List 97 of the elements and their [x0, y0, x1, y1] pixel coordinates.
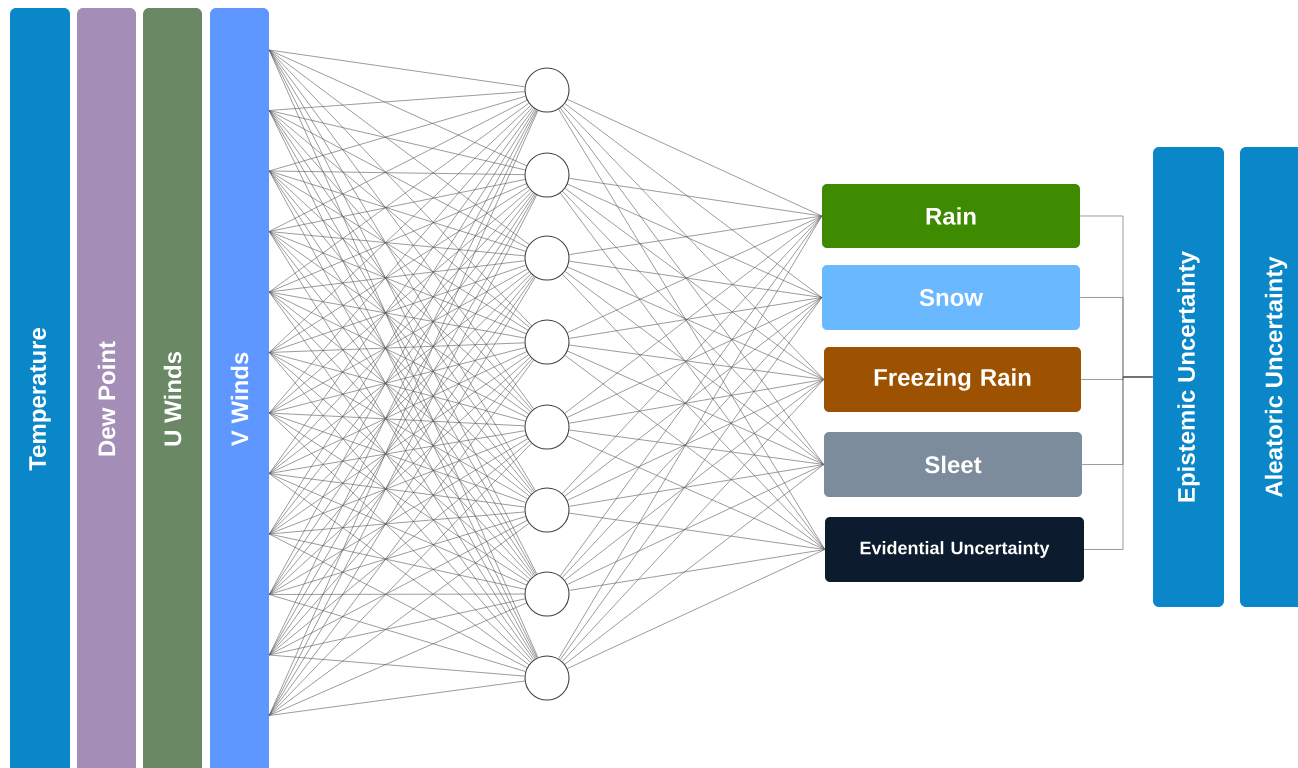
connection-line — [268, 110, 528, 248]
neuron-circle — [524, 655, 570, 701]
connection-line — [268, 412, 525, 427]
connection-line — [562, 215, 823, 494]
connection-line — [567, 266, 825, 380]
connection-line — [268, 273, 532, 535]
connection-line — [562, 297, 823, 578]
connection-line — [268, 231, 525, 257]
connection-line — [268, 594, 526, 672]
class-box: Evidential Uncertainty — [825, 517, 1084, 582]
connection-line — [268, 352, 528, 500]
neuron-circle — [524, 67, 570, 113]
connection-line — [564, 355, 826, 550]
connection-line — [268, 430, 526, 474]
connection-line — [567, 183, 823, 298]
connection-line — [268, 598, 526, 656]
uncertainty-bar: Epistemic Uncertainty — [1153, 147, 1224, 607]
connection-line — [564, 464, 825, 665]
connection-line — [268, 102, 530, 293]
connection-line — [268, 170, 525, 175]
connection-line — [268, 264, 526, 353]
connection-line — [268, 523, 530, 716]
connection-line — [562, 106, 825, 380]
connection-line — [568, 297, 823, 339]
connection-line — [268, 473, 530, 665]
connection-line — [268, 520, 528, 656]
connection-line — [569, 178, 823, 217]
variable-bar: V Winds — [210, 8, 269, 768]
variable-bar: Dew Point — [77, 8, 136, 768]
connection-line — [268, 473, 527, 586]
connection-line — [558, 109, 826, 550]
connection-line — [268, 438, 528, 595]
connection-line — [559, 297, 823, 660]
connection-line — [268, 354, 529, 535]
connection-line — [268, 271, 530, 474]
class-box: Freezing Rain — [824, 347, 1081, 412]
connection-line — [268, 99, 528, 232]
connection-line — [268, 352, 526, 422]
connection-line — [568, 464, 825, 507]
connection-line — [268, 183, 527, 293]
connection-line — [268, 192, 534, 535]
connection-line — [268, 533, 528, 668]
connection-line — [567, 297, 823, 418]
connection-line — [268, 351, 527, 474]
connection-line — [558, 215, 823, 659]
variable-bar: Temperature — [10, 8, 70, 768]
connection-line — [268, 49, 527, 167]
neuron-circle — [524, 487, 570, 533]
connection-line — [268, 179, 526, 232]
neuron-circle — [524, 319, 570, 365]
class-box: Snow — [822, 265, 1080, 330]
neuron-circle — [524, 235, 570, 281]
connection-line — [268, 291, 528, 418]
connection-line — [268, 442, 532, 716]
connection-line — [568, 549, 826, 591]
connection-line — [268, 434, 527, 535]
connection-line — [567, 215, 823, 333]
class-box: Rain — [822, 184, 1080, 248]
connection-line — [567, 99, 823, 217]
connection-line — [268, 412, 526, 503]
connection-line — [564, 103, 823, 298]
connection-line — [564, 297, 823, 497]
connection-line — [568, 379, 825, 424]
connection-line — [564, 188, 825, 380]
class-box: Sleet — [824, 432, 1082, 497]
connection-line — [268, 231, 529, 415]
connection-line — [268, 654, 525, 677]
connection-line — [268, 49, 534, 410]
variable-bar: U Winds — [143, 8, 202, 768]
connection-line — [564, 271, 825, 465]
connection-line — [268, 260, 525, 293]
connection-line — [268, 231, 527, 334]
connection-line — [268, 680, 525, 716]
neuron-circle — [524, 152, 570, 198]
connection-line — [268, 49, 532, 326]
neuron-circle — [524, 571, 570, 617]
connection-line — [567, 435, 826, 550]
connection-line — [268, 291, 530, 497]
connection-line — [567, 379, 825, 501]
connection-line — [268, 170, 526, 252]
connection-line — [564, 379, 825, 581]
neuron-circle — [524, 404, 570, 450]
connection-line — [567, 549, 826, 669]
connection-line — [562, 274, 826, 550]
connection-line — [268, 473, 525, 508]
uncertainty-bar: Aleatoric Uncertainty — [1240, 147, 1298, 607]
connection-line — [567, 350, 825, 465]
connection-line — [268, 516, 526, 595]
connection-line — [268, 602, 527, 716]
connection-line — [562, 191, 825, 465]
connection-line — [567, 464, 825, 585]
connection-line — [268, 186, 529, 353]
connection-line — [268, 268, 528, 414]
connection-line — [268, 110, 526, 171]
connection-line — [562, 379, 825, 662]
bracket-line — [1083, 376, 1154, 550]
connection-line — [268, 511, 525, 535]
